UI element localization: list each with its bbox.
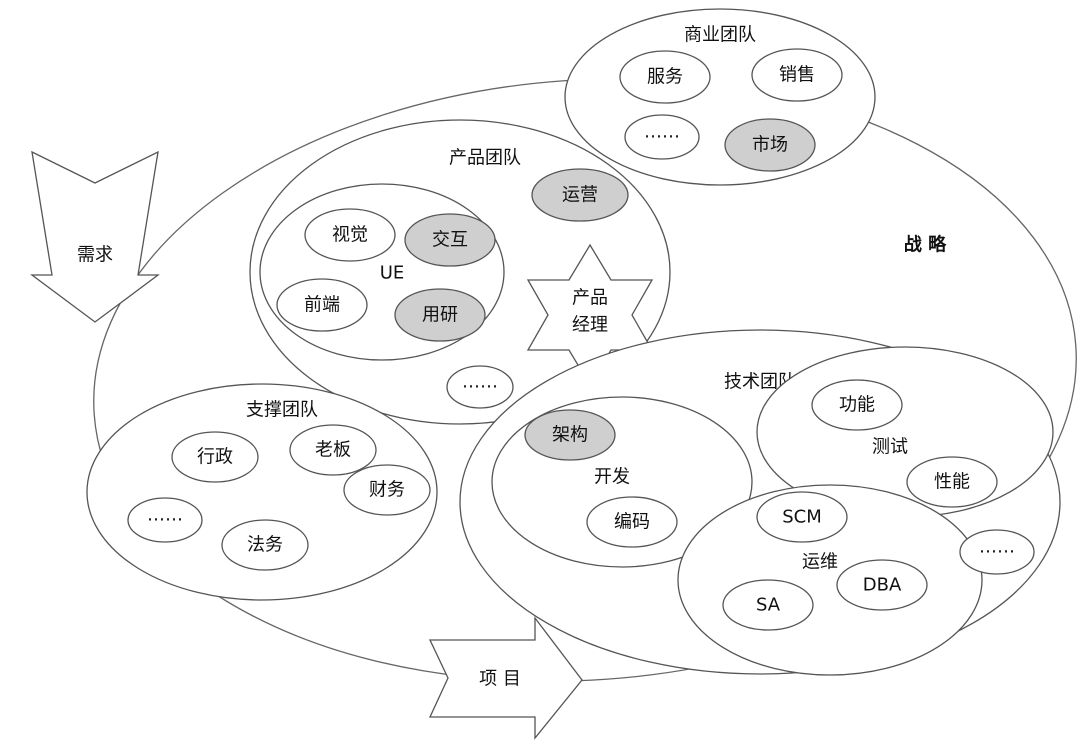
node-research [394,288,486,342]
project-arrow [428,616,583,740]
node-scm [756,491,848,543]
tech-title: 技术团队 [724,372,796,393]
node-boss-label: 老板 [315,440,351,461]
node-interaction-label: 交互 [432,230,468,251]
node-product-more-label: …… [462,372,498,393]
node-interaction [404,213,496,267]
ops-title: 运维 [802,552,838,573]
node-operation [531,168,629,222]
node-visual [304,208,396,262]
node-sa-label: SA [756,595,781,616]
node-research-label: 用研 [422,305,458,326]
node-business-more [624,114,700,160]
node-frontend-label: 前端 [304,295,340,316]
node-boss [289,424,377,476]
node-scm-label: SCM [782,507,822,528]
node-product-more [446,365,514,409]
strategy-ellipse [93,78,1077,682]
node-coding [586,496,678,548]
node-support-more [127,497,203,543]
test-title: 测试 [872,437,908,458]
node-legal-label: 法务 [247,535,283,556]
node-function-test-label: 功能 [839,395,875,416]
demand-label: 需求 [77,245,113,266]
node-support-more-label: …… [147,505,183,526]
node-tech-more [959,529,1035,575]
support-title: 支撑团队 [246,400,318,421]
node-service-label: 服务 [647,67,683,88]
node-market [724,118,816,172]
business-title: 商业团队 [684,25,756,46]
node-dba [836,559,928,611]
node-frontend [276,278,368,332]
node-service [619,50,711,104]
strategy-label: 战 略 [904,234,947,256]
pm-label-2: 经理 [572,315,608,336]
demand-arrow [30,150,160,323]
node-architecture-label: 架构 [552,425,588,446]
node-market-label: 市场 [752,135,788,156]
node-performance-test-label: 性能 [934,472,970,493]
node-finance-label: 财务 [369,480,405,501]
node-admin-label: 行政 [197,447,233,468]
node-legal [221,519,309,571]
project-label: 项 目 [479,669,521,690]
node-coding-label: 编码 [614,512,650,533]
node-tech-more-label: …… [979,537,1015,558]
node-visual-label: 视觉 [332,225,368,246]
node-architecture [524,409,616,461]
ue-title: UE [380,263,405,284]
node-dba-label: DBA [863,575,902,596]
node-admin [171,431,259,483]
node-sales-label: 销售 [779,65,815,86]
node-performance-test [906,456,998,508]
dev-title: 开发 [594,467,630,488]
node-sa [722,579,814,631]
node-finance [343,464,431,516]
node-function-test [811,379,903,431]
product-title: 产品团队 [449,148,521,169]
node-business-more-label: …… [644,122,680,143]
node-sales [751,48,843,102]
node-operation-label: 运营 [562,185,598,206]
pm-label-1: 产品 [572,288,608,309]
